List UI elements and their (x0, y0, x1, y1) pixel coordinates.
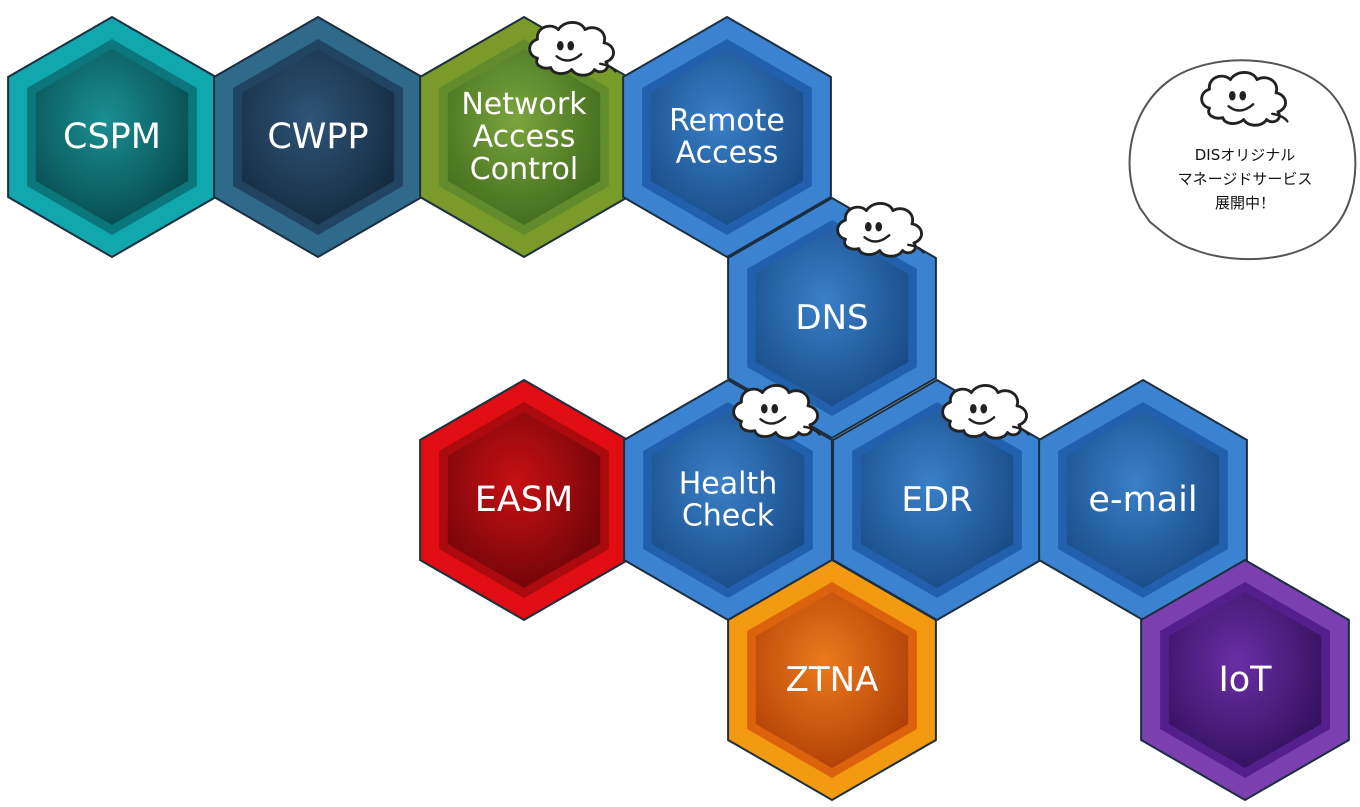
hex-ztna-face (755, 592, 909, 768)
hex-cwpp-label-1: CWPP (267, 117, 368, 157)
hex-email-label-1: e-mail (1088, 480, 1197, 520)
hex-dns-face (755, 230, 909, 406)
hex-edr-label-1: EDR (901, 480, 972, 520)
cloud-mascot-icon (941, 384, 1030, 440)
hex-ztna: ZTNA (727, 558, 937, 802)
cloud-badge-layer (528, 21, 1030, 440)
hex-nac-label-3: Control (470, 152, 578, 187)
hex-easm-face (447, 412, 601, 588)
cloud-mascot-icon (1200, 71, 1289, 127)
cloud-mascot-icon (1200, 71, 1289, 127)
hex-remote-face (650, 49, 804, 225)
cloud-mascot-icon (732, 384, 821, 440)
hex-nac-label-1: Network (461, 87, 587, 122)
callout-bubble: DISオリジナル マネージドサービス 展開中！ (1128, 59, 1357, 261)
hex-email: e-mail (1038, 378, 1248, 622)
callout-line-1: DISオリジナル (1195, 146, 1296, 164)
hex-iot: IoT (1140, 558, 1350, 802)
callout-line-3: 展開中！ (1215, 194, 1275, 212)
hex-easm-label-1: EASM (475, 480, 573, 520)
hex-cwpp: CWPP (213, 15, 423, 259)
hex-easm: EASM (419, 378, 629, 622)
hex-ztna-label-1: ZTNA (786, 660, 879, 700)
hex-nac-label-2: Access (473, 120, 576, 155)
hex-edr: EDR (832, 378, 1042, 622)
hex-cspm-label-1: CSPM (63, 117, 161, 157)
hex-cspm-face (35, 49, 189, 225)
hex-remote-label-2: Access (676, 136, 779, 171)
hex-iot-face (1168, 592, 1322, 768)
hex-email-face (1066, 412, 1220, 588)
hex-iot-label-1: IoT (1218, 660, 1272, 700)
hex-cwpp-face (241, 49, 395, 225)
cloud-mascot-icon (836, 202, 925, 258)
hex-cspm: CSPM (7, 15, 217, 259)
callout-line-2: マネージドサービス (1178, 170, 1313, 188)
hex-dns: DNS (727, 196, 937, 440)
hex-nac-face (447, 49, 601, 225)
hex-edr-face (860, 412, 1014, 588)
hex-remote-label-1: Remote (669, 103, 785, 138)
hex-health-face (651, 412, 805, 588)
hex-health-label-2: Check (682, 499, 775, 534)
hex-health-label-1: Health (679, 466, 778, 501)
hex-dns-label-1: DNS (795, 298, 868, 338)
callout-bubble-shape (1128, 59, 1357, 261)
cloud-mascot-icon (528, 21, 617, 77)
